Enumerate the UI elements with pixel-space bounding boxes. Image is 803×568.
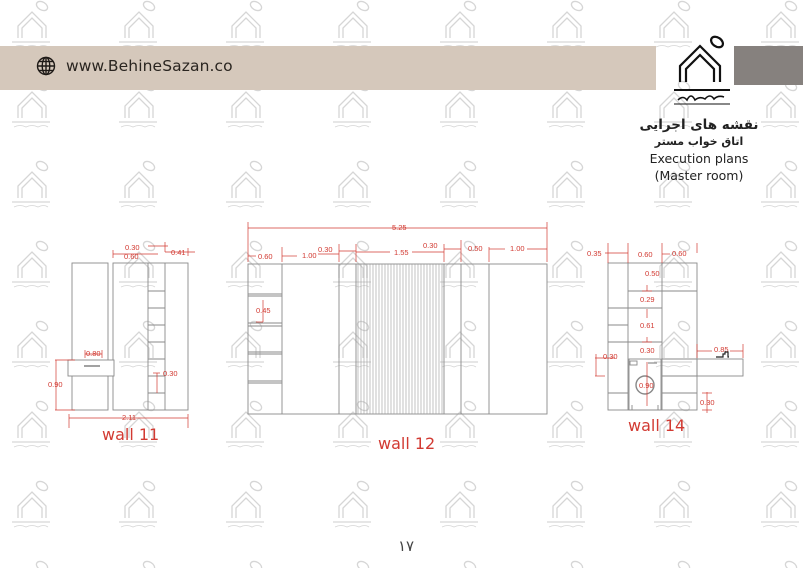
svg-text:0.60: 0.60 [258, 252, 273, 261]
svg-text:5.25: 5.25 [392, 223, 407, 232]
wall14-dimensions [595, 243, 744, 413]
svg-text:0.30: 0.30 [125, 243, 140, 252]
svg-text:1.00: 1.00 [510, 244, 525, 253]
page-number: ١٧ [398, 537, 415, 555]
svg-text:0.50: 0.50 [468, 244, 483, 253]
wall14-label: wall 14 [628, 416, 686, 435]
svg-text:0.80: 0.80 [86, 349, 101, 358]
svg-text:1.55: 1.55 [394, 248, 409, 257]
svg-text:0.30: 0.30 [318, 245, 333, 254]
svg-text:0.61: 0.61 [640, 321, 655, 330]
wall12-dimensions [247, 222, 548, 323]
svg-text:0.29: 0.29 [640, 295, 655, 304]
svg-text:0.30: 0.30 [163, 369, 178, 378]
svg-text:0.85: 0.85 [714, 345, 729, 354]
wall11-dimensions [55, 242, 195, 428]
svg-text:0.30: 0.30 [603, 352, 618, 361]
wall14-elevation [607, 262, 744, 411]
svg-text:0.45: 0.45 [256, 306, 271, 315]
title-block: نقشه های اجرایی اتاق خواب مستر Execution… [636, 116, 762, 184]
subtitle-fa: اتاق خواب مستر [654, 135, 744, 148]
subtitle-en: (Master room) [654, 168, 744, 183]
svg-text:0.90: 0.90 [639, 381, 654, 390]
svg-text:0.60: 0.60 [672, 249, 687, 258]
header-bar [0, 46, 656, 90]
svg-text:0.30: 0.30 [423, 241, 438, 250]
svg-text:0.60: 0.60 [638, 250, 653, 259]
company-logo [674, 35, 730, 105]
svg-text:0.30: 0.30 [640, 346, 655, 355]
title-en: Execution plans [649, 151, 749, 166]
website-link[interactable]: www.BehineSazan.co [36, 56, 233, 76]
svg-text:0.90: 0.90 [48, 380, 63, 389]
svg-text:2.11: 2.11 [122, 413, 136, 422]
svg-text:0.60: 0.60 [124, 252, 139, 261]
faucet-icon [716, 351, 729, 358]
wall11-elevation [67, 262, 189, 411]
title-fa: نقشه های اجرایی [639, 117, 759, 133]
accent-block [734, 46, 803, 85]
svg-text:0.30: 0.30 [700, 398, 715, 407]
svg-text:1.00: 1.00 [302, 251, 317, 260]
wall12-label: wall 12 [378, 434, 436, 453]
website-url: www.BehineSazan.co [66, 57, 233, 75]
wall12-elevation [247, 263, 548, 415]
wall12-slat-panel [357, 264, 443, 414]
globe-icon [36, 56, 56, 76]
wall11-label: wall 11 [102, 425, 160, 444]
svg-text:0.35: 0.35 [587, 249, 602, 258]
svg-text:0.50: 0.50 [645, 269, 660, 278]
svg-text:0.41: 0.41 [171, 248, 186, 257]
